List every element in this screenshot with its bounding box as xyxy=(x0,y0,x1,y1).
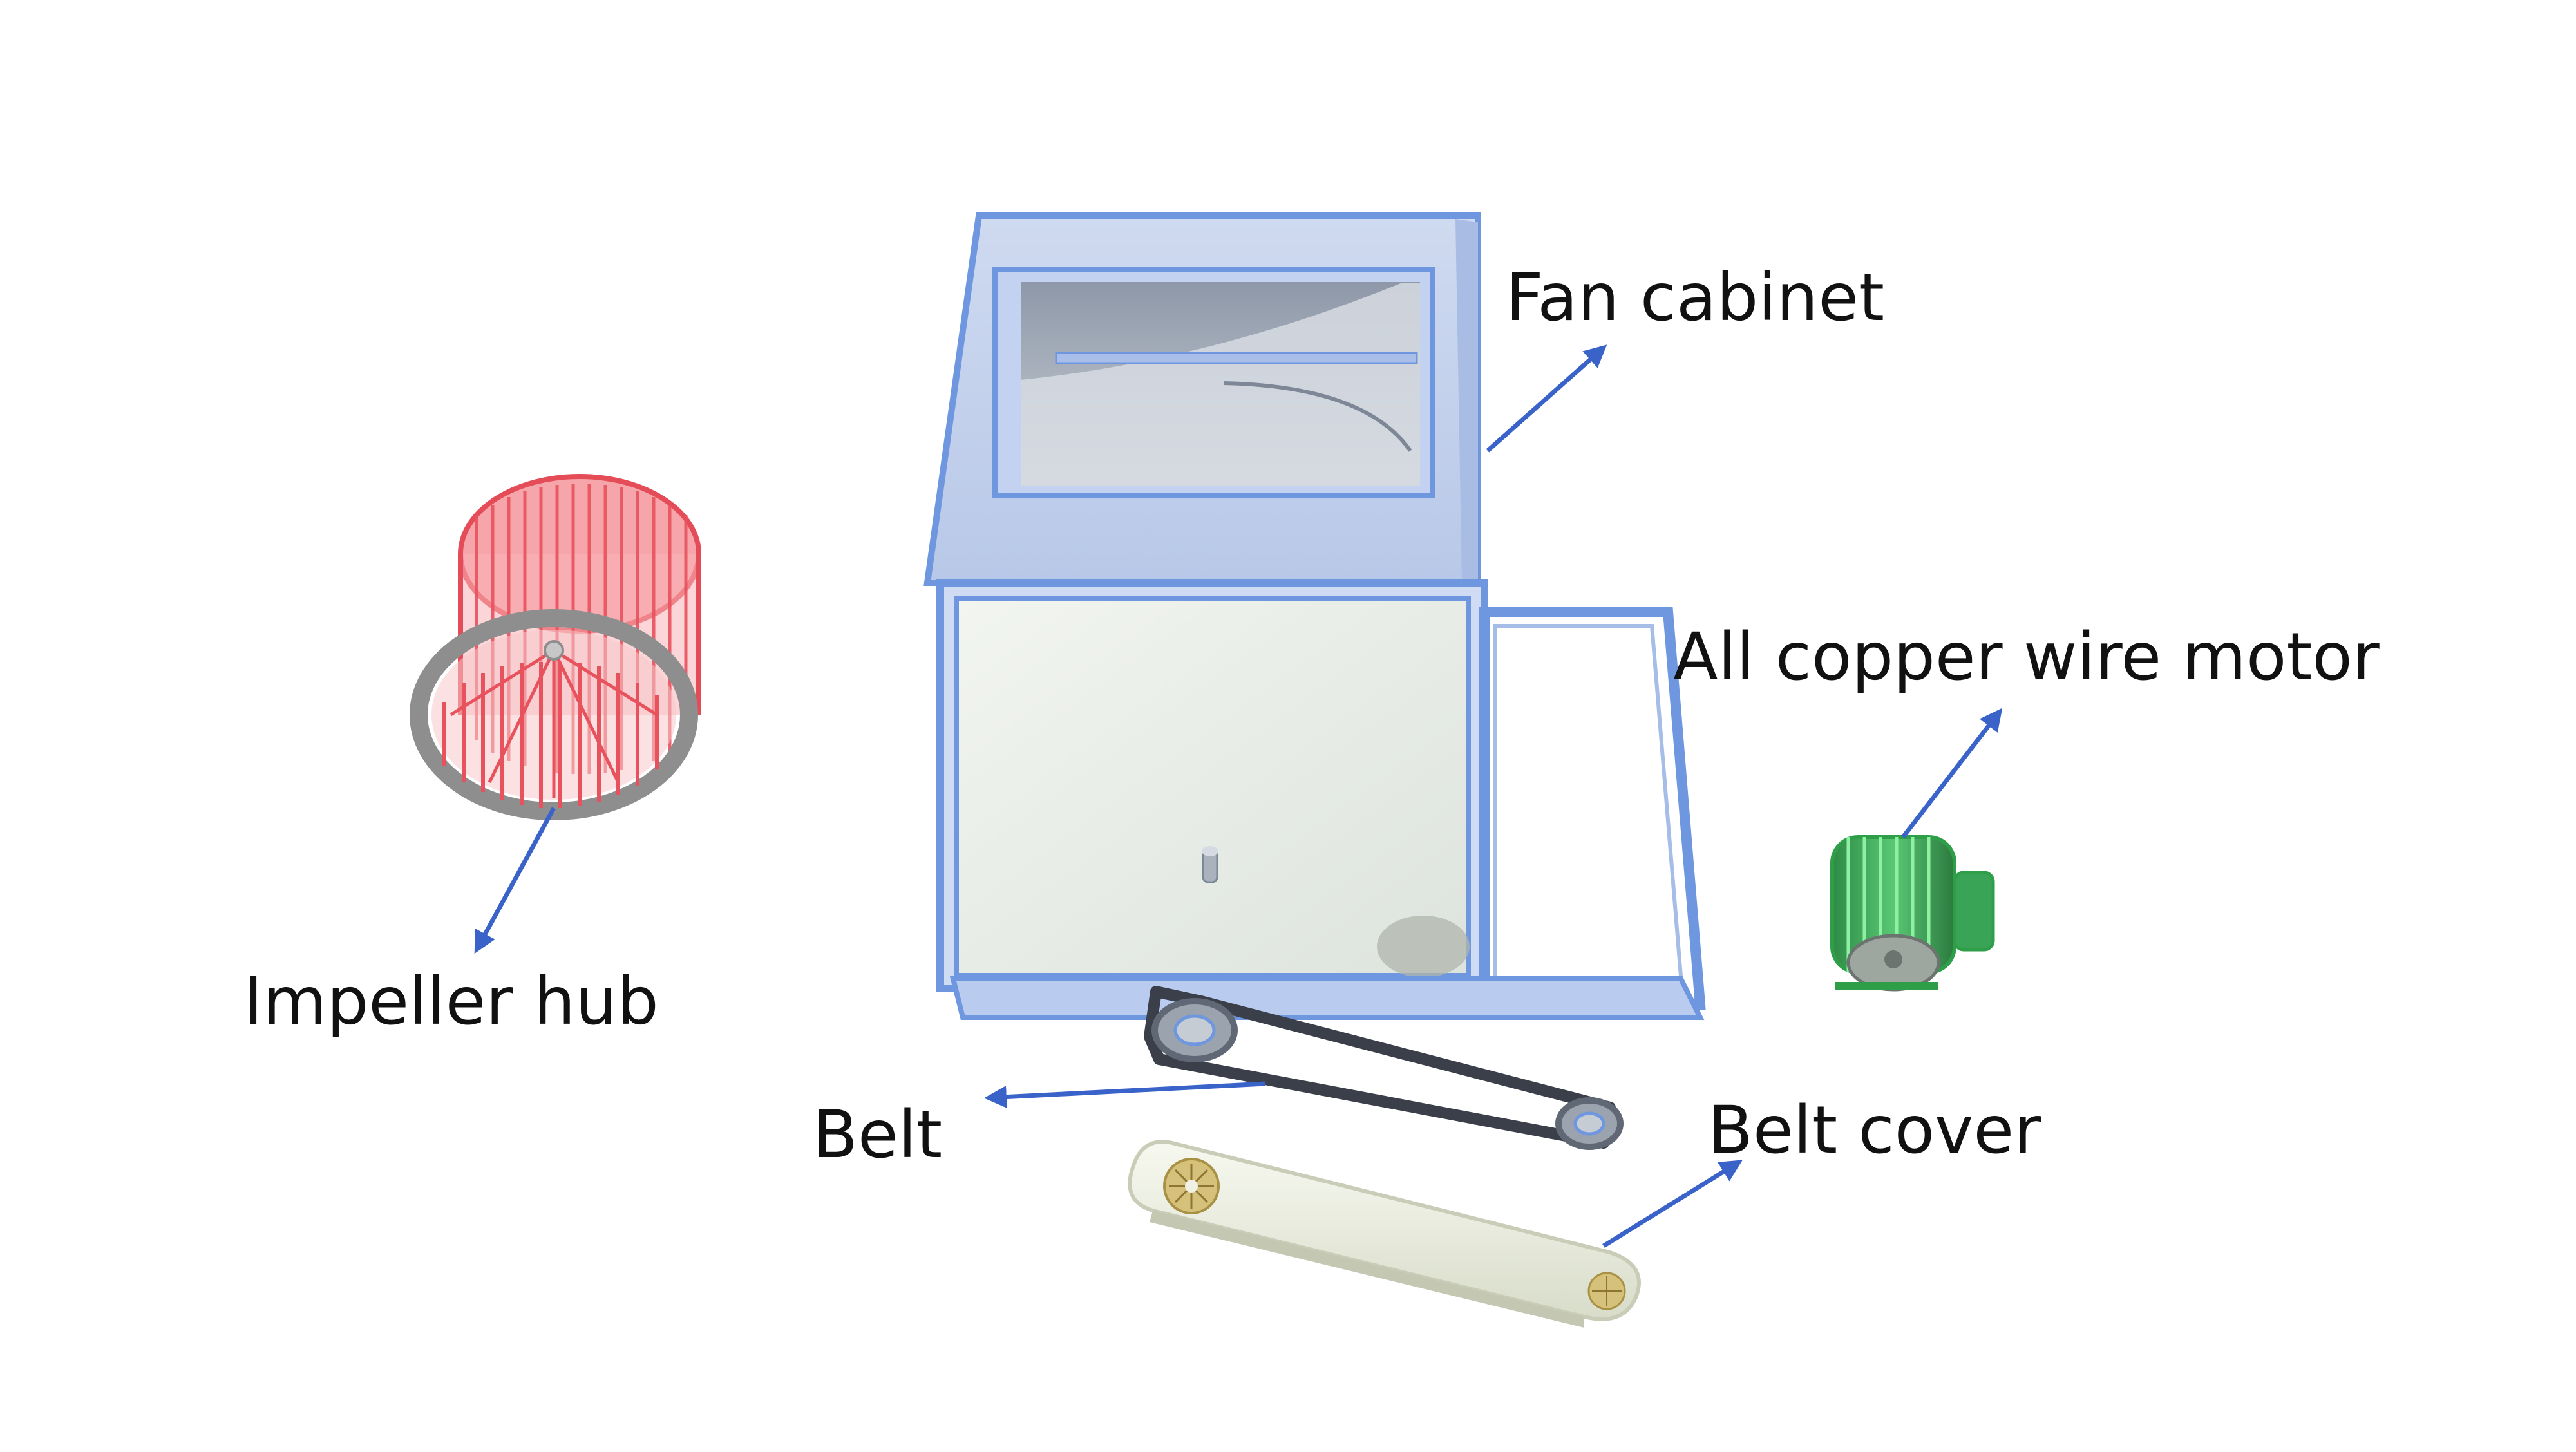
impeller-illustration xyxy=(410,474,701,820)
belt-arrow xyxy=(984,1081,1266,1109)
belt-cover-label: Belt cover xyxy=(1708,1092,2041,1169)
belt-cover-arrow xyxy=(1602,1160,1743,1248)
fan-cabinet-illustration xyxy=(923,212,1706,1020)
belt-label: Belt xyxy=(813,1097,943,1173)
fan-cabinet-arrow xyxy=(1486,344,1607,453)
impeller-hub-label: Impeller hub xyxy=(243,963,659,1040)
impeller-hub-arrow xyxy=(474,807,556,954)
motor-arrow xyxy=(1901,708,2003,839)
belt-cover-illustration xyxy=(1128,1140,1641,1328)
fan-cabinet-label: Fan cabinet xyxy=(1506,259,1884,336)
belt-illustration xyxy=(1144,986,1624,1150)
motor-label: All copper wire motor xyxy=(1673,619,2380,695)
motor-illustration xyxy=(1830,835,1995,992)
